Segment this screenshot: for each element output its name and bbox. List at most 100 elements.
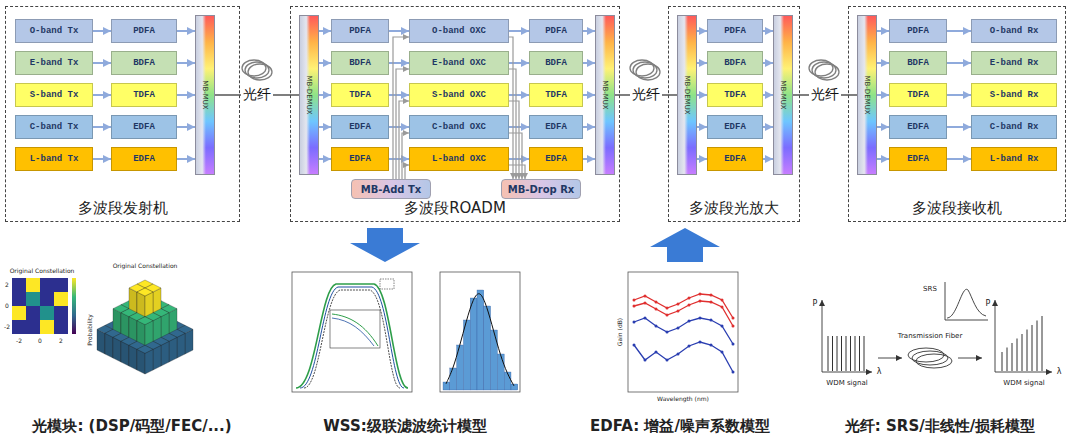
signal-arrow <box>177 94 195 96</box>
node-text: MB-Add Tx <box>361 184 422 195</box>
signal-arrow <box>697 94 707 96</box>
signal-arrow <box>947 94 971 96</box>
band-box: TDFA <box>111 83 177 107</box>
band-box: PDFA <box>331 19 389 43</box>
node-text: TDFA <box>907 90 929 100</box>
node-text: E-band Tx <box>30 58 79 68</box>
figure-part <box>855 336 856 371</box>
figure-part <box>137 349 145 374</box>
add-drop-box: MB-Drop Rx <box>501 179 581 199</box>
figure-part <box>732 343 735 346</box>
band-box: EDFA <box>529 147 583 171</box>
band-box: C-band Rx <box>971 115 1057 139</box>
signal-arrow <box>509 37 513 179</box>
figure-part <box>129 345 137 370</box>
signal-arrow <box>583 94 595 96</box>
figure-text: Transmission Fiber <box>898 333 963 341</box>
wdm-mux-slab: MB-MUX <box>773 15 793 175</box>
figure-part <box>822 300 823 372</box>
figure-part <box>330 310 380 348</box>
figure-part <box>296 284 408 388</box>
fiber-label: 光纤 <box>241 87 273 102</box>
signal-arrow <box>509 101 519 179</box>
signal-arrow <box>763 126 773 128</box>
band-box: EDFA <box>331 147 389 171</box>
band-box: S-band Rx <box>971 83 1057 107</box>
figure-part <box>721 306 724 309</box>
figure-part <box>634 301 733 326</box>
band-box: EDFA <box>707 115 763 139</box>
node-text: TDFA <box>133 90 155 100</box>
node-text: MB-DEMUX <box>305 75 313 114</box>
figure-part <box>655 308 658 311</box>
figure-text: P <box>813 300 818 309</box>
node-text: EDFA <box>545 154 567 164</box>
figure-part <box>634 342 733 372</box>
band-box: PDFA <box>889 19 947 43</box>
figure-part <box>688 320 691 323</box>
figure-part <box>721 325 724 328</box>
figure-part <box>666 307 669 310</box>
figure-part <box>248 64 272 80</box>
figure-part <box>688 297 691 300</box>
signal-arrow <box>947 62 971 64</box>
node-text: BDFA <box>133 58 155 68</box>
figure-part <box>699 300 702 303</box>
figure-part <box>916 354 952 368</box>
figure-part <box>677 327 680 330</box>
figure-part <box>655 301 658 304</box>
figure-part <box>153 345 161 370</box>
signal-arrow <box>393 37 409 179</box>
figure-part <box>644 359 647 362</box>
signal-arrow <box>319 158 331 160</box>
signal-arrow <box>583 126 595 128</box>
band-box: E-band Tx <box>15 51 93 75</box>
node-text: S-band Rx <box>990 90 1039 100</box>
figure-part <box>40 320 54 334</box>
node-text: S-band OXC <box>432 90 486 100</box>
figure-text: WDM signal <box>1003 380 1044 388</box>
wdm-mux-slab: MB-DEMUX <box>299 15 319 175</box>
figure-part <box>828 336 829 371</box>
figure-part <box>710 294 713 297</box>
wdm-mux-slab: MB-DEMUX <box>677 15 697 175</box>
band-box: O-band Rx <box>971 19 1057 43</box>
signal-arrow <box>319 62 331 64</box>
band-box: BDFA <box>331 51 389 75</box>
figure-part <box>177 333 185 358</box>
figure-part <box>841 336 842 371</box>
figure-part <box>1032 325 1033 371</box>
figure-part <box>440 272 520 392</box>
signal-arrow <box>389 62 409 64</box>
band-box: C-band OXC <box>409 115 509 139</box>
signal-arrow <box>509 133 522 179</box>
band-box: EDFA <box>889 115 947 139</box>
band-box: BDFA <box>111 51 177 75</box>
figure-part <box>864 336 865 371</box>
figure-part <box>628 272 738 392</box>
band-box: L-band OXC <box>409 147 509 171</box>
node-text: L-band OXC <box>432 154 486 164</box>
node-text: MB-MUX <box>201 80 209 109</box>
node-text: BDFA <box>349 58 371 68</box>
flow-arrow <box>350 228 720 262</box>
figure-part <box>636 64 660 80</box>
figure-part <box>332 318 374 346</box>
signal-arrow <box>319 126 331 128</box>
figure-part <box>644 317 647 320</box>
signal-arrow <box>697 158 707 160</box>
figure-part <box>137 288 153 296</box>
figure-part <box>137 317 153 325</box>
band-box: EDFA <box>111 147 177 171</box>
node-text: L-band Rx <box>990 154 1039 164</box>
signal-arrow <box>583 30 595 32</box>
fiber-label: 光纤 <box>809 87 841 102</box>
signal-arrow <box>402 133 409 179</box>
node-text: MB-MUX <box>601 80 609 109</box>
band-box: EDFA <box>331 115 389 139</box>
figure-text: λ <box>1057 368 1062 377</box>
band-box: S-band Tx <box>15 83 93 107</box>
signal-arrow <box>93 30 111 32</box>
node-text: 多波段接收机 <box>912 199 1002 218</box>
signal-arrow <box>177 62 195 64</box>
